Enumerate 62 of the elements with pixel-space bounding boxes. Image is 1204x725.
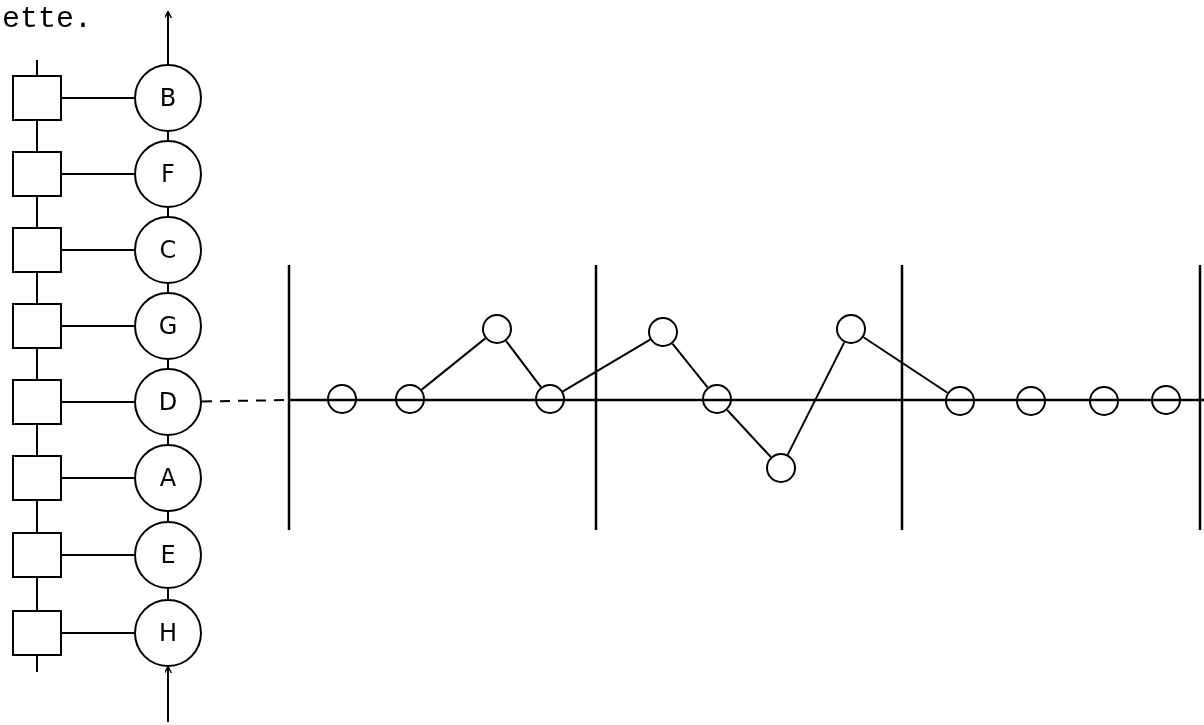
square-box: [12, 75, 62, 121]
square-box: [12, 151, 62, 197]
letter-circle: H: [134, 599, 202, 667]
connector-line: [61, 632, 135, 634]
connector-line: [167, 359, 169, 369]
text-fragment: ette.: [2, 2, 92, 36]
connector-line: [36, 655, 38, 673]
connector-line: [61, 401, 135, 403]
connector-line: [561, 338, 652, 393]
small-circle: [395, 384, 425, 414]
letter-circle: F: [134, 140, 202, 208]
connector-line: [862, 336, 949, 394]
square-box: [12, 303, 62, 349]
square-box: [12, 610, 62, 656]
connector-line: [36, 424, 38, 456]
connector-line: [61, 477, 135, 479]
small-circle: [648, 317, 678, 347]
connector-line: [167, 588, 169, 600]
connector-line: [61, 97, 135, 99]
connector-line: [61, 173, 135, 175]
connector-line: [726, 409, 772, 458]
connector-line: [36, 272, 38, 304]
letter-circle: G: [134, 292, 202, 360]
connector-line: [61, 554, 135, 556]
connector-line: [167, 435, 169, 445]
connector-line: [167, 131, 169, 141]
small-circle: [482, 314, 512, 344]
square-box: [12, 532, 62, 578]
connector-line: [61, 325, 135, 327]
small-circle: [836, 314, 866, 344]
connector-line: [36, 196, 38, 228]
connector-line: [167, 511, 169, 522]
connector-line: [36, 577, 38, 611]
small-circle: [1151, 385, 1181, 415]
connector-line: [36, 59, 38, 76]
connector-line: [671, 342, 709, 389]
connector-line: [61, 249, 135, 251]
connector-line: [36, 348, 38, 380]
square-box: [12, 379, 62, 425]
connector-line: [167, 207, 169, 217]
small-circle: [535, 384, 565, 414]
connector-line: [167, 283, 169, 293]
arrow: [163, 665, 173, 723]
connector-line: [36, 120, 38, 152]
small-circle: [1016, 386, 1046, 416]
small-circle: [766, 453, 796, 483]
letter-circle: D: [134, 368, 202, 436]
small-circle: [945, 386, 975, 416]
letter-circle: E: [134, 521, 202, 589]
small-circle: [1089, 386, 1119, 416]
connector-line: [505, 339, 542, 389]
square-box: [12, 227, 62, 273]
connector-line: [786, 341, 846, 456]
small-circle: [327, 384, 357, 414]
connector-line: [420, 337, 487, 391]
arrow: [163, 10, 173, 65]
letter-circle: B: [134, 64, 202, 132]
square-box: [12, 455, 62, 501]
letter-circle: C: [134, 216, 202, 284]
connector-line: [36, 500, 38, 533]
letter-circle: A: [134, 444, 202, 512]
small-circle: [702, 384, 732, 414]
